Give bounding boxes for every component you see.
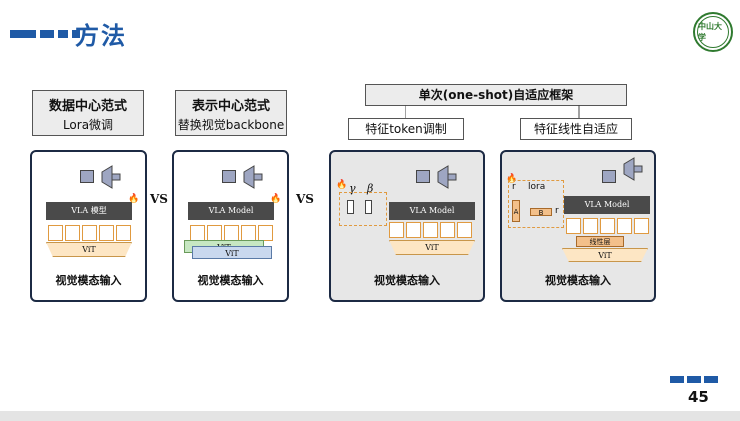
lora-matrix-a: A <box>512 200 520 222</box>
lora-matrix-b: B <box>530 208 552 217</box>
action-head-icon <box>243 165 263 189</box>
page-number: 45 <box>688 388 709 406</box>
vit-encoder: ViT <box>562 248 648 262</box>
visual-input-label: 视觉模态输入 <box>545 274 611 287</box>
fire-icon: 🔥 <box>336 180 348 190</box>
gamma-symbol: γ <box>349 182 356 195</box>
footer-decor-bars <box>670 376 718 383</box>
representation-centric-panel: VLA Model 🔥 ViT ViT 视觉模态输入 <box>172 150 289 302</box>
lora-rank-right: r <box>555 206 559 216</box>
token-modulation-label: 特征token调制 <box>348 118 464 140</box>
visual-input-label: 视觉模态输入 <box>197 274 264 287</box>
token-row <box>190 225 273 241</box>
vla-model-block: VLA Model <box>188 202 274 220</box>
beta-param <box>365 200 372 214</box>
university-logo: 中山大学 <box>693 12 733 52</box>
data-centric-title-box: 数据中心范式 Lora微调 <box>32 90 144 136</box>
page-title: 方法 <box>75 22 127 50</box>
fire-icon: 🔥 <box>506 174 518 184</box>
representation-centric-title: 表示中心范式 <box>191 99 270 114</box>
fire-icon: 🔥 <box>128 194 140 204</box>
header-decor-bars <box>10 30 80 38</box>
token-row <box>566 218 649 234</box>
gamma-param <box>347 200 354 214</box>
linear-layer: 线性层 <box>576 236 624 247</box>
action-head-icon <box>623 157 643 181</box>
output-square <box>602 170 616 183</box>
vla-model-block: VLA Model <box>564 196 650 214</box>
visual-input-label: 视觉模态输入 <box>55 274 122 287</box>
representation-centric-title-box: 表示中心范式 替换视觉backbone <box>175 90 287 136</box>
vs-label: VS <box>296 192 314 206</box>
vla-model-block: VLA 模型 <box>46 202 132 220</box>
lora-rank-top: r <box>512 182 516 192</box>
token-row <box>48 225 131 241</box>
vit-encoder-replaced: ViT <box>192 246 272 259</box>
beta-symbol: β <box>367 182 374 195</box>
linear-adaptation-label: 特征线性自适应 <box>520 118 632 140</box>
logo-text: 中山大学 <box>697 16 729 48</box>
vit-encoder: ViT <box>46 242 132 257</box>
token-modulation-panel: 🔥 γ β VLA Model ViT 视觉模态输入 <box>329 150 485 302</box>
vs-label: VS <box>150 192 168 206</box>
fire-icon: 🔥 <box>270 194 282 204</box>
data-centric-title: 数据中心范式 <box>48 99 127 114</box>
visual-input-label: 视觉模态输入 <box>374 274 440 287</box>
linear-adaptation-panel: 🔥 lora r A B r VLA Model 线性层 ViT 视觉模态输入 <box>500 150 656 302</box>
action-head-icon <box>437 165 457 189</box>
lora-box <box>508 180 564 228</box>
output-square <box>80 170 94 183</box>
data-centric-subtitle: Lora微调 <box>62 118 114 132</box>
vit-encoder: ViT <box>389 240 475 255</box>
one-shot-framework-title: 单次(one-shot)自适应框架 <box>365 84 627 106</box>
lora-label: lora <box>528 182 546 192</box>
representation-centric-subtitle: 替换视觉backbone <box>177 118 285 132</box>
output-square <box>222 170 236 183</box>
output-square <box>416 170 430 183</box>
token-row <box>389 222 472 238</box>
modulation-params-box <box>339 192 387 226</box>
data-centric-panel: VLA 模型 🔥 ViT 视觉模态输入 <box>30 150 147 302</box>
vla-model-block: VLA Model <box>389 202 475 220</box>
footer-band <box>0 411 740 421</box>
framework-connector <box>405 105 580 119</box>
action-head-icon <box>101 165 121 189</box>
